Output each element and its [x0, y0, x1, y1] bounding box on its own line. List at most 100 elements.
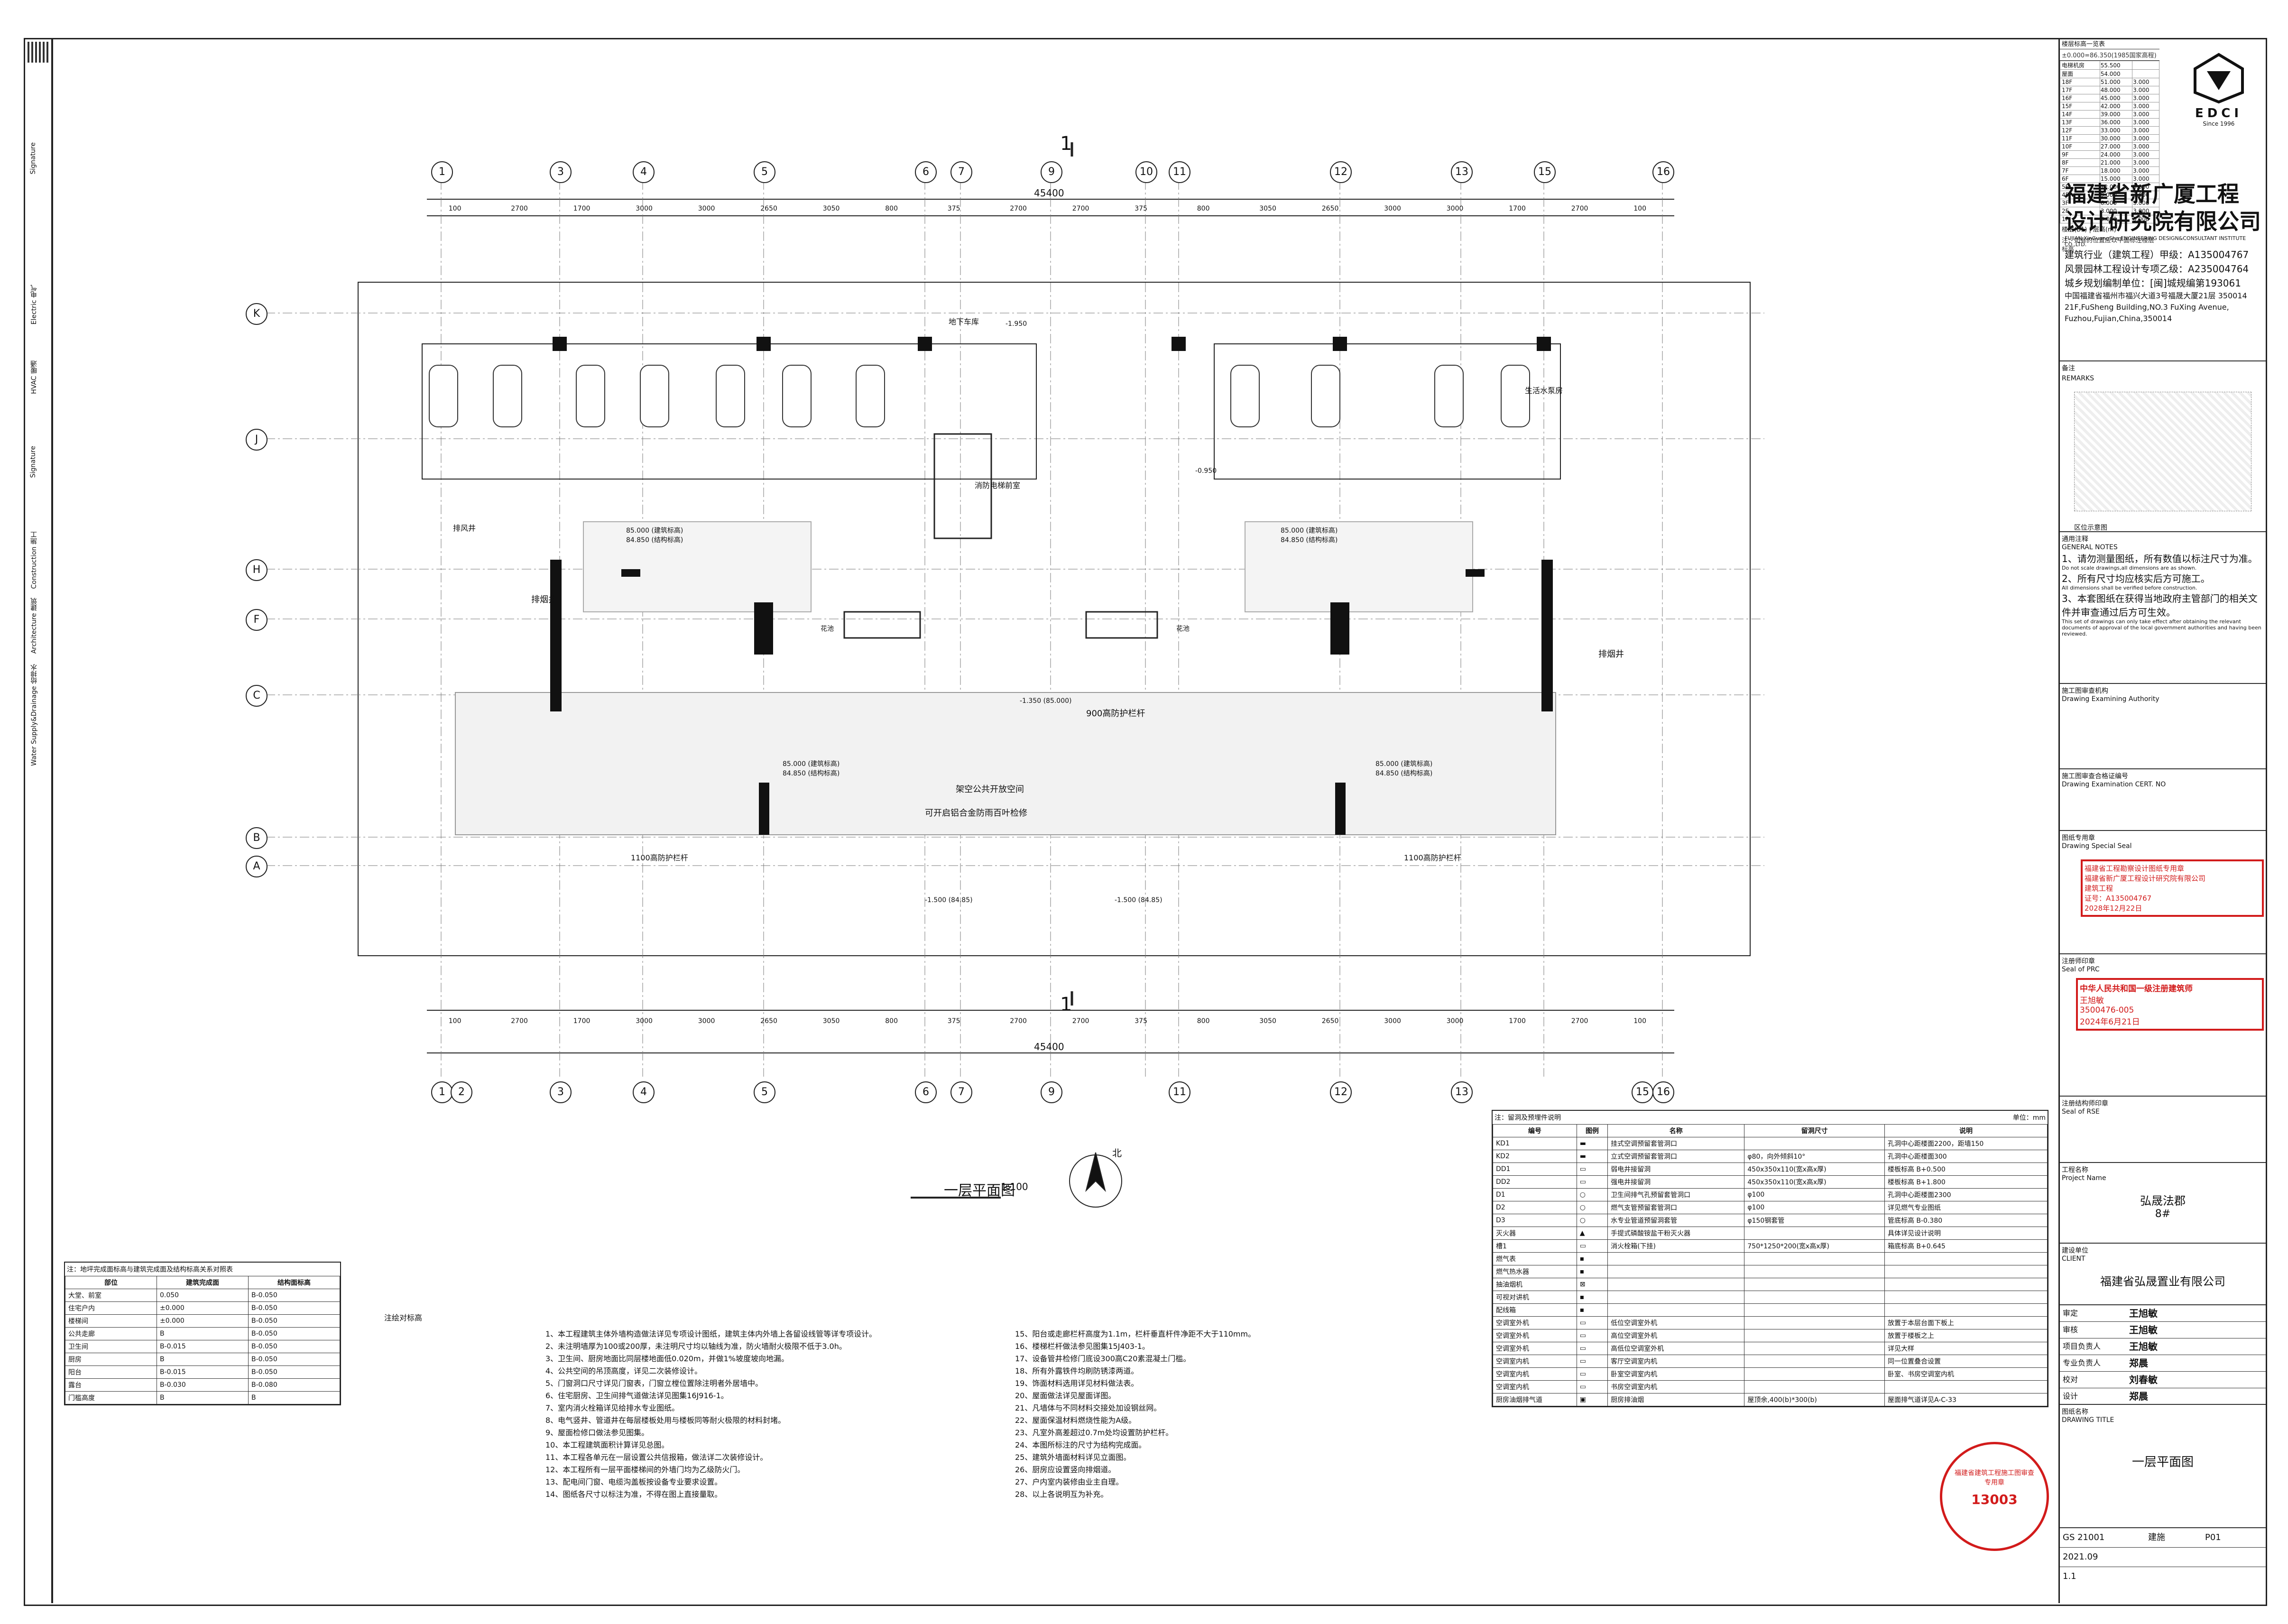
grid-axis-bubble: H [246, 559, 268, 581]
dimension-text: 2700 [1010, 1017, 1027, 1025]
drawing-scale: 1:100 [1001, 1181, 1028, 1192]
dimension-text: 3000 [636, 1017, 653, 1025]
elevation-mark: 85.000 (建筑标高) [626, 527, 683, 535]
grid-axis-bubble: 13 [1451, 1081, 1473, 1103]
elevation-mark: -1.500 (84.85) [925, 896, 973, 904]
dimension-text: 3000 [1384, 205, 1401, 212]
general-notes: 1、本工程建筑主体外墙构造做法详见专项设计图纸，建筑主体内外墙上各留设线管等详专… [545, 1329, 877, 1499]
dimension-text: 3000 [1446, 205, 1464, 212]
table-header: 部位 [65, 1276, 157, 1289]
dimension-text: 2650 [760, 205, 777, 212]
table-row: 空调室外机▭高低位空调室外机详见大样 [1493, 1342, 2048, 1355]
dimension-text: 2700 [1072, 205, 1089, 212]
dimension-text: 3000 [636, 205, 653, 212]
room-label: 生活水泵房 [1525, 386, 1563, 395]
grid-axis-bubble: 15 [1632, 1081, 1653, 1103]
dimension-text: 1700 [573, 1017, 590, 1025]
room-label: 900高防护栏杆 [1086, 709, 1145, 719]
dimension-text: 2700 [1072, 1017, 1089, 1025]
elevation-mark: 84.850 (结构标高) [783, 770, 840, 777]
room-label: 排风井 [453, 524, 476, 533]
review-cert-section: 施工图审查合格证编号 Drawing Examination CERT. NO [2060, 768, 2266, 830]
key-map [2074, 392, 2251, 511]
grid-axis-bubble: 7 [950, 1081, 972, 1103]
room-label: 花池 [821, 625, 834, 633]
review-authority-section: 施工图审查机构 Drawing Examining Authority [2060, 683, 2266, 768]
elevation-mark: -1.500 (84.85) [1115, 896, 1162, 904]
grid-axis-bubble: 11 [1169, 161, 1190, 183]
general-notes-section: 通用注释 GENERAL NOTES 1、请勿测量图纸，所有数值以标注尺寸为准。… [2060, 531, 2266, 639]
grid-axis-bubble: 2 [451, 1081, 472, 1103]
elevation-mark: 85.000 (建筑标高) [783, 760, 840, 768]
grid-axis-bubble: 13 [1451, 161, 1473, 183]
room-label: 排烟井 [531, 595, 557, 605]
grid-axis-bubble: 16 [1652, 161, 1674, 183]
dimension-text: 375 [947, 1017, 960, 1025]
elevation-mark: 84.850 (结构标高) [1375, 770, 1433, 777]
floor-plan-drawing [266, 142, 1764, 1208]
special-seal-section: 图纸专用章 Drawing Special Seal 福建省工程勘察设计图纸专用… [2060, 830, 2266, 953]
grid-axis-bubble: 6 [915, 161, 937, 183]
grid-axis-bubble: 9 [1041, 1081, 1062, 1103]
grid-axis-bubble: 16 [1652, 1081, 1674, 1103]
room-label: 1100高防护栏杆 [631, 853, 688, 862]
drawing-title-section: 图纸名称 DRAWING TITLE 一层平面图 [2060, 1404, 2266, 1527]
elevation-mark: -1.950 [1006, 320, 1027, 328]
dimension-text: 2700 [511, 205, 528, 212]
design-seal-stamp: 福建省工程勘察设计图纸专用章 福建省新广厦工程设计研究院有限公司 建筑工程 证号… [2081, 859, 2264, 917]
grid-axis-bubble: C [246, 685, 268, 707]
room-label: 排烟井 [1598, 649, 1624, 659]
dimension-text: 2700 [1010, 205, 1027, 212]
grid-axis-bubble: F [246, 609, 268, 631]
grid-axis-bubble: 3 [550, 1081, 572, 1103]
table-row: 空调室内机▭卧室空调室内机卧室、书房空调室内机 [1493, 1367, 2048, 1381]
table-row: 槽1▭消火栓箱(下挂)750*1250*200(宽x高x厚)箱底标高 B+0.6… [1493, 1239, 2048, 1253]
grid-axis-bubble: 5 [754, 1081, 775, 1103]
table-row: 燃气表▪ [1493, 1252, 2048, 1265]
table-row: 配线箱▪ [1493, 1303, 2048, 1317]
dimension-text: 2700 [1571, 1017, 1588, 1025]
grid-axis-bubble: 9 [1041, 161, 1062, 183]
dimension-text: 3050 [822, 205, 840, 212]
north-label: 北 [1112, 1147, 1122, 1159]
grid-axis-bubble: J [246, 429, 268, 451]
dimension-text: 1700 [573, 205, 590, 212]
elevation-mark: 84.850 (结构标高) [1281, 536, 1338, 544]
dimension-text: 100 [1633, 205, 1646, 212]
grid-axis-bubble: 1 [431, 1081, 453, 1103]
dimension-text: 375 [1135, 205, 1147, 212]
dimension-text: 375 [947, 205, 960, 212]
table-row: 空调室外机▭高位空调室外机放置于楼板之上 [1493, 1329, 2048, 1342]
dimension-text: 2700 [511, 1017, 528, 1025]
dimension-text: 800 [1197, 205, 1210, 212]
table-row: KD1▬挂式空调预留套管洞口孔洞中心距楼面2200，距墙150 [1493, 1137, 2048, 1150]
dimension-text: 800 [885, 205, 898, 212]
room-label: 架空公共开放空间 [956, 784, 1024, 794]
grid-axis-bubble: 3 [550, 161, 572, 183]
table-row: 燃气热水器▪ [1493, 1265, 2048, 1278]
grid-axis-bubble: B [246, 827, 268, 849]
dimension-text: 1700 [1509, 1017, 1526, 1025]
dimension-text: 800 [885, 1017, 898, 1025]
grid-axis-bubble: 7 [950, 161, 972, 183]
drawing-meta: GS 21001 建施 P01 2021.09 1.1 [2060, 1527, 2266, 1586]
grid-axis-bubble: 12 [1330, 161, 1352, 183]
grid-axis-bubble: K [246, 303, 268, 325]
section-cut-mark: 1 [1060, 133, 1072, 155]
table-row: 可视对讲机▪ [1493, 1291, 2048, 1304]
design-note-label: 注绘对标高 [384, 1313, 423, 1322]
dimension-text: 2650 [760, 1017, 777, 1025]
elevation-mark: 85.000 (建筑标高) [1281, 527, 1338, 535]
dimension-text: 2650 [1321, 205, 1339, 212]
